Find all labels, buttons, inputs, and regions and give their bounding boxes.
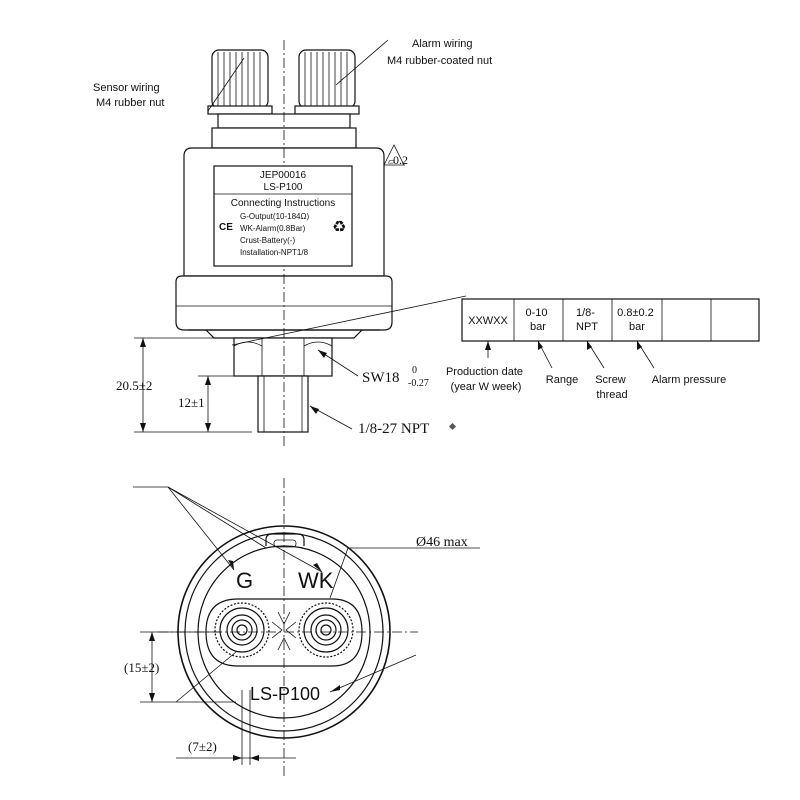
sensor-flange	[175, 275, 393, 331]
label-part-no: JEP00016	[260, 170, 307, 181]
g-terminal-label: G	[236, 568, 253, 593]
legend-screw-l1: Screw	[595, 374, 626, 386]
alarm-nut-label: M4 rubber-coated nut	[387, 55, 492, 67]
tolerance-symbol: ⏥	[388, 156, 395, 166]
tolerance-value: 0.2	[393, 153, 408, 167]
overall-height-dim: 20.5±2	[116, 378, 152, 393]
flatness-tolerance: ⏥ 0.2	[383, 144, 408, 167]
thread-length-dim: 12±1	[178, 395, 205, 410]
legend-alarm-pressure: Alarm pressure	[652, 374, 727, 386]
product-label: JEP00016 LS-P100 Connecting Instructions…	[213, 165, 353, 267]
hex-tol-lower: -0.27	[408, 378, 429, 389]
diamond-icon	[448, 422, 457, 431]
spec-cell-alarm-l2: bar	[629, 321, 645, 333]
side-dimensions: 20.5±2 12±1 SW18 0 -0.27 1/8-27 NPT	[116, 337, 457, 437]
sensor-side-view: JEP00016 LS-P100 Connecting Instructions…	[175, 40, 408, 448]
g-terminal	[214, 602, 270, 658]
label-line-1: G-Output(10-184Ω)	[240, 212, 309, 221]
wiring-callouts: Sensor wiring M4 rubber nut Alarm wiring…	[93, 38, 492, 112]
vertical-offset-dim: (15±2)	[124, 660, 159, 675]
spec-cell-alarm-l1: 0.8±0.2	[617, 307, 654, 319]
wk-terminal	[298, 602, 354, 658]
vent-icon	[271, 611, 297, 651]
spec-cell-thread: 1/8- NPT	[576, 307, 598, 333]
threaded-stem	[257, 375, 309, 433]
spec-cell-thread-l2: NPT	[576, 321, 598, 333]
legend-production-l1: Production date	[446, 366, 523, 378]
spec-table: XXWXX 0-10 bar 1/8- NPT 0.8±0.2 bar Prod…	[231, 295, 760, 401]
sensor-bottom-view: G WK LS-P100 Ø46 max (15±2) (7±2)	[124, 478, 480, 778]
hex-nut	[233, 337, 333, 377]
label-line-4: Installation-NPT1/8	[240, 248, 309, 257]
spec-cell-range-l1: 0-10	[525, 307, 547, 319]
legend-screw-l2: thread	[596, 389, 627, 401]
label-line-2: WK-Alarm(0.8Bar)	[240, 224, 306, 233]
sensor-nut-label: M4 rubber nut	[96, 97, 164, 109]
spec-cell-range-l2: bar	[530, 321, 546, 333]
ce-mark: CE	[219, 222, 233, 233]
label-heading: Connecting Instructions	[231, 198, 336, 209]
label-model: LS-P100	[264, 182, 303, 193]
horizontal-offset-dim: (7±2)	[188, 739, 217, 754]
legend-production-date: Production date (year W week)	[446, 366, 526, 393]
wk-terminal-label: WK	[298, 568, 334, 593]
legend-screw-thread: Screw thread	[595, 374, 629, 401]
spec-cell-thread-l1: 1/8-	[576, 307, 595, 319]
spec-cell-alarm: 0.8±0.2 bar	[617, 307, 657, 333]
alarm-wiring-nut	[294, 49, 360, 115]
spec-cell-production: XXWXX	[468, 315, 508, 327]
spec-cell-range: 0-10 bar	[525, 307, 550, 333]
bottom-model-label: LS-P100	[250, 684, 320, 704]
label-line-3: Crust-Battery(-)	[240, 236, 295, 245]
legend-range: Range	[546, 374, 578, 386]
sensor-wiring-nut	[207, 49, 273, 115]
recycle-icon: ♻	[332, 219, 346, 236]
hex-size-dim: SW18	[362, 370, 400, 386]
legend-production-l2: (year W week)	[451, 381, 522, 393]
diameter-dim: Ø46 max	[416, 535, 468, 550]
thread-spec-dim: 1/8-27 NPT	[358, 421, 429, 437]
sensor-wiring-label: Sensor wiring	[93, 82, 160, 94]
hex-tol-upper: 0	[412, 365, 417, 376]
alarm-wiring-label: Alarm wiring	[412, 38, 473, 50]
